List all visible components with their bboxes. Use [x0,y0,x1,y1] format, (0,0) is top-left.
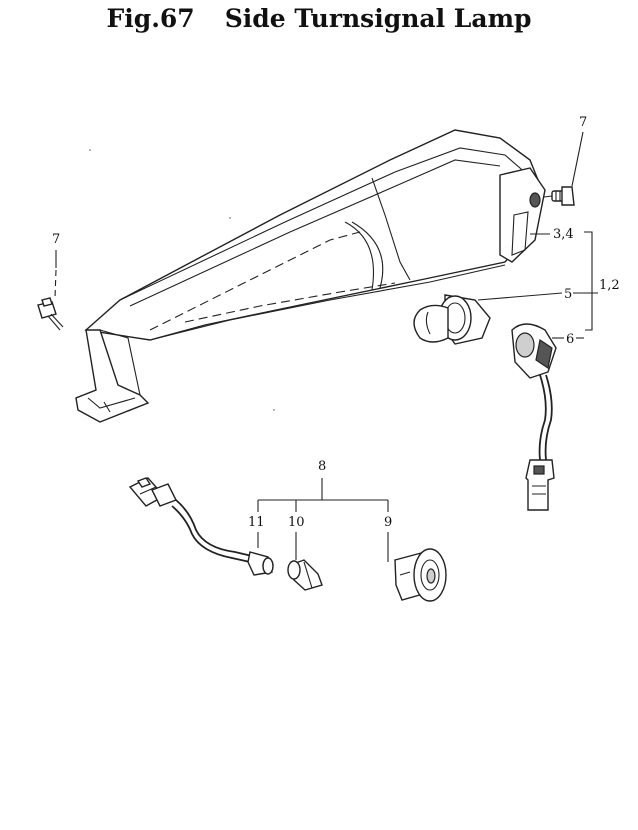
socket-9 [394,548,447,602]
svg-text:1,2: 1,2 [599,278,620,293]
svg-text:11: 11 [248,515,265,530]
callout-7-right: 7 [571,115,587,187]
lamp-housing [75,129,546,423]
bulb-10 [287,559,323,591]
svg-text:5: 5 [564,287,572,302]
svg-text:8: 8 [318,459,326,474]
callout-1-2: 1,2 [599,278,620,293]
callout-6: 6 [552,332,584,347]
callout-10: 10 [288,515,305,560]
figure-title: Fig.67 Side Turnsignal Lamp [0,4,638,33]
svg-text:6: 6 [566,332,574,347]
wire-harness-11 [128,477,274,576]
svg-text:9: 9 [384,515,392,530]
screw-right [543,186,575,206]
svg-text:7: 7 [52,232,60,247]
callout-5: 5 [477,287,598,302]
figure-name: Side Turnsignal Lamp [224,4,532,33]
callout-9: 9 [384,515,392,562]
bulb-socket-5 [413,294,491,345]
callout-11: 11 [248,515,265,548]
svg-text:3,4: 3,4 [553,227,574,242]
figure-number: Fig.67 [106,4,195,33]
screw-left [37,297,64,331]
callout-8-bracket: 8 [257,459,389,512]
socket-harness-6 [511,323,557,511]
callout-3-4: 3,4 [530,227,593,331]
callout-7-left: 7 [52,232,60,299]
svg-text:10: 10 [288,515,305,530]
svg-text:7: 7 [579,115,587,130]
